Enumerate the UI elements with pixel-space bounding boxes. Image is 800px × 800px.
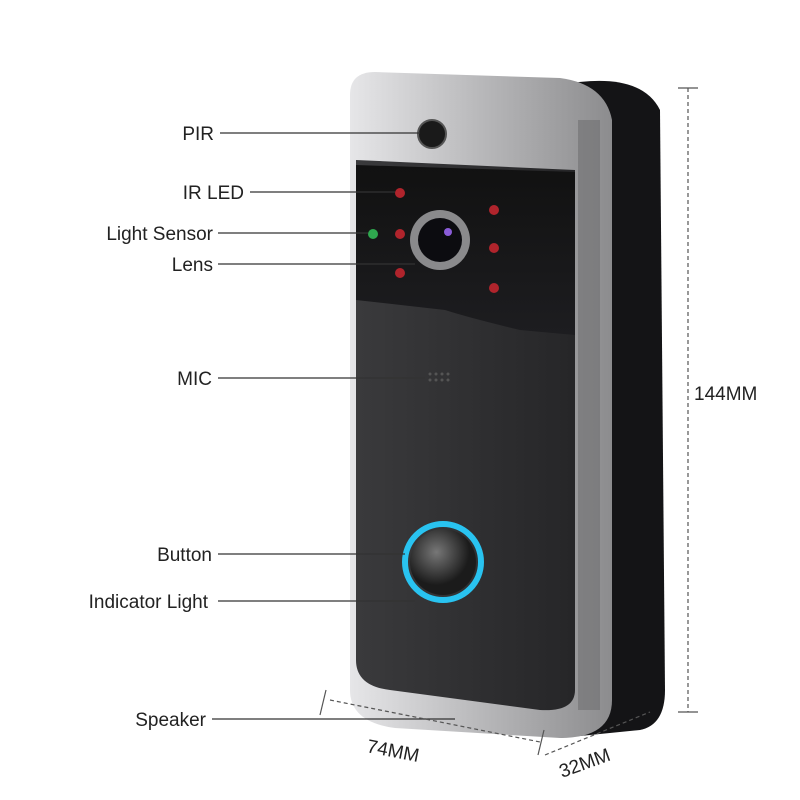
height-dimension (678, 87, 698, 713)
pir-sensor-icon (417, 119, 447, 149)
dimension-depth: 32MM (557, 745, 614, 783)
width-dimension (319, 689, 545, 756)
label-button: Button (157, 545, 212, 566)
dimension-height: 144MM (694, 384, 757, 405)
mic-icon (428, 372, 450, 382)
label-light-sensor: Light Sensor (106, 224, 213, 245)
label-ir-led: IR LED (183, 183, 244, 204)
depth-dimension (544, 711, 651, 756)
label-speaker: Speaker (135, 710, 206, 731)
ir-led-icons (395, 188, 499, 293)
label-mic: MIC (177, 369, 212, 390)
label-lens: Lens (172, 255, 213, 276)
dimension-width: 74MM (365, 736, 421, 767)
lens-icon (410, 210, 470, 270)
doorbell-button (402, 521, 484, 603)
light-sensor-icon (368, 229, 378, 239)
label-pir: PIR (182, 124, 214, 145)
label-indicator-light: Indicator Light (89, 592, 209, 613)
